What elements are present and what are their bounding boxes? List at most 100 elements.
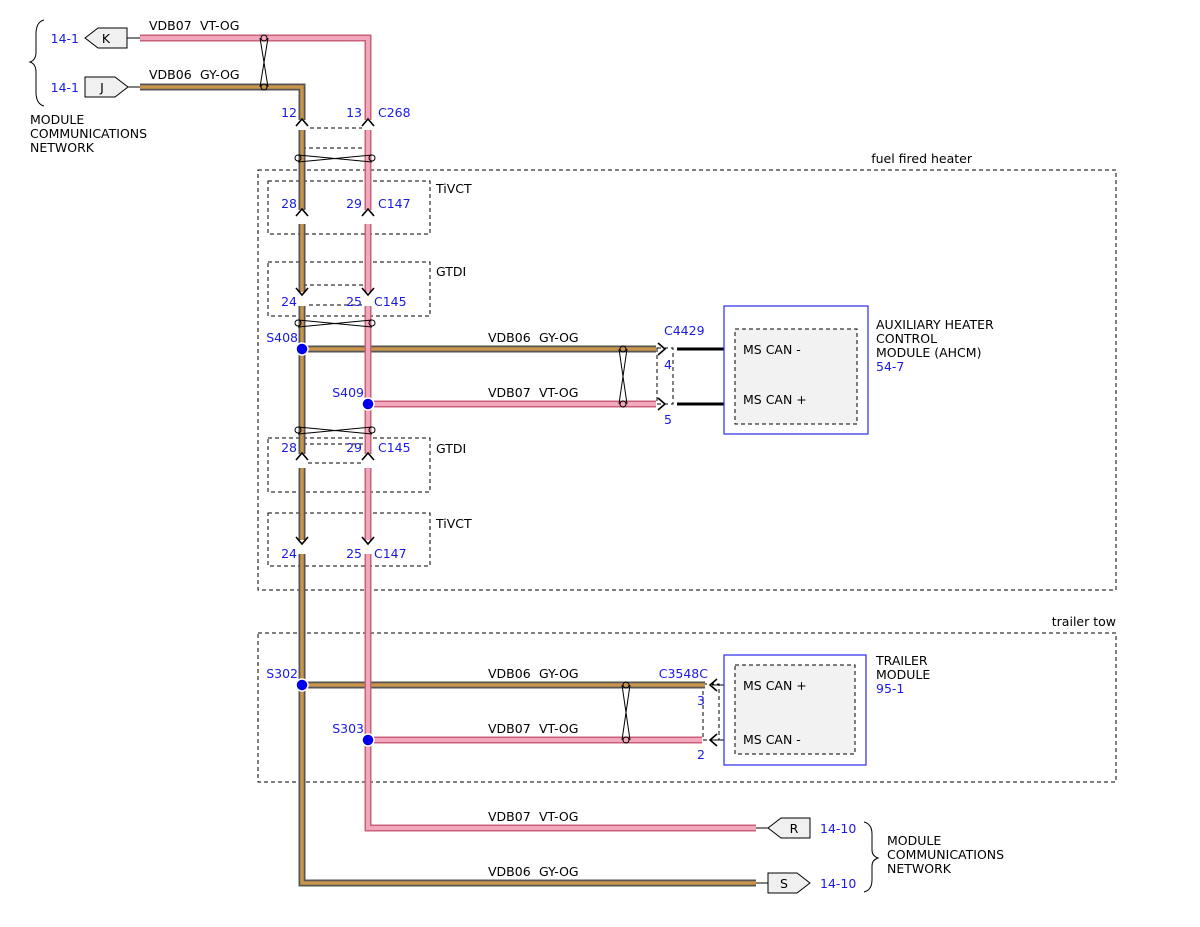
trailer-module-inner [734,664,856,755]
trailer-tow-option: trailer tow [257,614,1117,783]
ahcm-module: MS CAN - MS CAN + AUXILIARY HEATER CONTR… [723,305,994,435]
connector-name: C3548C [659,666,709,681]
engine-group-label: GTDI [436,441,466,456]
wire-label-color: GY-OG [539,864,579,879]
connector-c145-bottom: GTDI 28 29 C145 [281,440,466,456]
pin-label: 13 [346,105,362,120]
ahcm-title: MODULE (AHCM) [876,345,981,360]
connector-name: C147 [374,546,407,561]
ahcm-inner [734,328,858,425]
connector-name: C145 [374,294,407,309]
splices: S408 S409 S302 S303 [266,330,375,747]
wire-label-circuit: VDB06 [488,330,531,345]
wire-label-color: GY-OG [200,67,240,82]
engine-group-label: TiVCT [435,516,472,531]
flag-r-letter: R [790,821,799,836]
flag-s-ref: 14-10 [820,876,856,891]
wire-vt-og [140,34,756,832]
svg-text:MODULE: MODULE [30,112,84,127]
svg-text:NETWORK: NETWORK [30,140,95,155]
connector-boxes [267,127,720,741]
connector-name: C268 [378,105,411,120]
splice-s409-label: S409 [332,385,364,400]
pin-label: 25 [346,546,362,561]
wire-label-color: VT-OG [539,809,578,824]
svg-text:MODULE: MODULE [887,833,941,848]
flag-s: S 14-10 [767,872,856,894]
svg-text:COMMUNICATIONS: COMMUNICATIONS [887,847,1004,862]
fuel-fired-heater-option: fuel fired heater [257,151,1117,591]
trailer-tow-label: trailer tow [1052,614,1116,629]
ahcm-title: CONTROL [876,331,937,346]
splice-s303-label: S303 [332,721,364,736]
wire-label-circuit: VDB06 [488,864,531,879]
ahcm-ref: 54-7 [876,359,904,374]
flag-r: R 14-10 [767,817,856,839]
splice-s409 [361,397,375,411]
pin-label: 29 [346,196,362,211]
splice-s302 [295,678,309,692]
flag-r-ref: 14-10 [820,821,856,836]
pin-label: 28 [281,440,297,455]
flag-j: J 14-1 [51,76,129,98]
wire-gy-og [140,83,756,887]
pin-label: 4 [664,357,672,372]
left-brace [28,19,45,107]
wire-label-color: VT-OG [200,18,239,33]
pin-label: 3 [697,693,705,708]
connector-pin-arrows [295,117,718,747]
connector-c147-top: TiVCT 28 29 C147 [281,181,472,211]
fuel-fired-heater-label: fuel fired heater [871,151,973,166]
flag-s-shape [767,872,811,894]
connector-c145-top: GTDI 24 25 C145 [281,264,466,309]
network-label-bottom: MODULE COMMUNICATIONS NETWORK [887,833,1004,876]
flag-s-letter: S [780,876,788,891]
connector-c268: 12 13 C268 [281,105,411,120]
wire-label-color: GY-OG [539,666,579,681]
trailer-module: MS CAN + MS CAN - TRAILER MODULE 95-1 [723,653,930,766]
splice-s408 [295,342,309,356]
pin-label: 12 [281,105,297,120]
svg-text:COMMUNICATIONS: COMMUNICATIONS [30,126,147,141]
connector-c147-bottom: TiVCT 24 25 C147 [281,516,472,561]
flag-k-ref: 14-1 [51,31,79,46]
ahcm-pin-ms-can-plus: MS CAN + [743,392,807,407]
splice-s302-label: S302 [266,666,298,681]
connector-c3548c: C3548C 3 2 [659,666,709,762]
wire-label-circuit: VDB07 [149,18,192,33]
wire-labels: VDB07 VT-OG VDB06 GY-OG VDB06 GY-OG VDB0… [149,18,579,879]
svg-text:NETWORK: NETWORK [887,861,952,876]
flag-k: K 14-1 [51,27,128,49]
connector-name: C145 [378,440,411,455]
wire-label-color: VT-OG [539,385,578,400]
wire-label-circuit: VDB06 [488,666,531,681]
trailer-module-title: TRAILER [875,653,928,668]
wire-label-circuit: VDB06 [149,67,192,82]
pin-label: 24 [281,546,297,561]
pin-label: 25 [346,294,362,309]
pin-label: 29 [346,440,362,455]
flag-j-letter: J [99,80,104,95]
ahcm-title: AUXILIARY HEATER [876,317,994,332]
pin-label: 2 [697,747,705,762]
flag-j-shape [84,76,129,98]
trailer-module-title: MODULE [876,667,930,682]
wire-label-color: GY-OG [539,330,579,345]
network-label-top: MODULE COMMUNICATIONS NETWORK [30,112,147,155]
trailer-pin-ms-can-minus: MS CAN - [743,732,801,747]
flag-r-shape [767,817,811,839]
connector-name: C147 [378,196,411,211]
wire-label-circuit: VDB07 [488,385,531,400]
twisted-pair-symbols [259,34,631,744]
trailer-module-ref: 95-1 [876,681,904,696]
splice-s303 [361,733,375,747]
trailer-pin-ms-can-plus: MS CAN + [743,678,807,693]
pin-label: 24 [281,294,297,309]
wire-label-circuit: VDB07 [488,721,531,736]
connector-name: C4429 [664,323,705,338]
connector-gaps [296,120,374,554]
engine-group-label: GTDI [436,264,466,279]
pin-label: 5 [664,412,672,427]
wire-label-color: VT-OG [539,721,578,736]
